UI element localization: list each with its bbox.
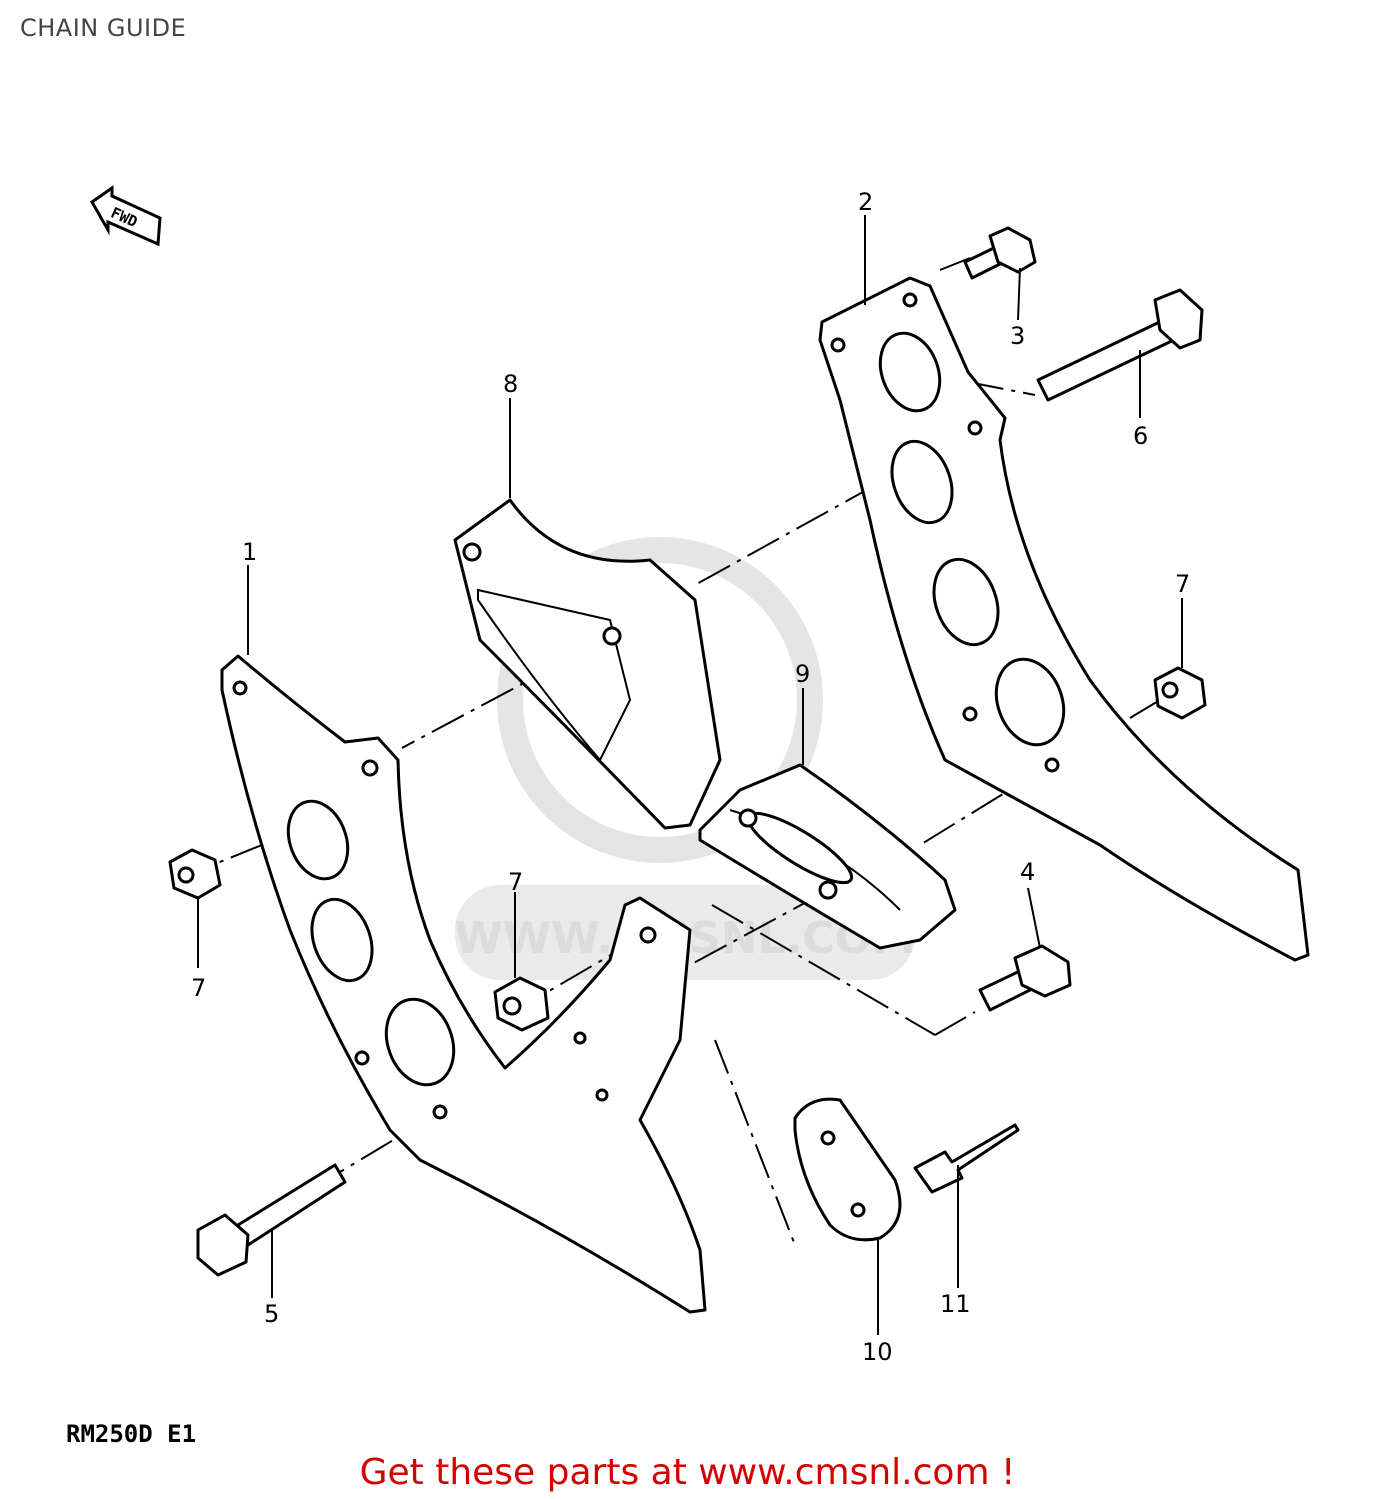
part-6-bolt: [1036, 288, 1204, 402]
callout-7-left: 7: [191, 974, 206, 1002]
callout-7-right: 7: [1175, 570, 1190, 598]
callout-8: 8: [503, 370, 518, 398]
part-2-chain-guide-plate-right: [818, 276, 1310, 962]
callout-7-middle: 7: [508, 868, 523, 896]
part-9-chain-slider: [698, 763, 957, 950]
part-8-chain-guide-block: [453, 498, 722, 830]
assembly-lines: [204, 257, 1161, 1246]
part-7-nut-right: [1153, 666, 1207, 720]
part-7-nut-middle: [493, 976, 550, 1032]
callout-labels: 2 3 6 8 1 7 9 4 7 7 5 11 10: [191, 188, 1190, 1366]
part-7-nut-left: [168, 848, 222, 900]
part-4-bolt: [978, 944, 1072, 1012]
page-title: CHAIN GUIDE: [20, 14, 187, 42]
footer-parts-link[interactable]: Get these parts at www.cmsnl.com !: [359, 1452, 1016, 1493]
callout-9: 9: [795, 660, 810, 688]
leader-lines: [197, 215, 1183, 1335]
part-11-rivet: [913, 1123, 1020, 1194]
part-10-plate: [793, 1097, 902, 1242]
callout-4: 4: [1020, 858, 1035, 886]
part-5-bolt: [196, 1163, 347, 1277]
part-1-chain-guide-plate-left: [220, 654, 707, 1314]
callout-2: 2: [858, 188, 873, 216]
callout-5: 5: [264, 1300, 279, 1328]
callout-1: 1: [242, 538, 257, 566]
part-3-bolt: [963, 226, 1037, 280]
callout-3: 3: [1010, 322, 1025, 350]
callout-6: 6: [1133, 422, 1148, 450]
callout-10: 10: [862, 1338, 893, 1366]
callout-11: 11: [940, 1290, 971, 1318]
model-code: RM250D E1: [66, 1420, 196, 1448]
forward-arrow-icon: FWD: [90, 185, 162, 247]
